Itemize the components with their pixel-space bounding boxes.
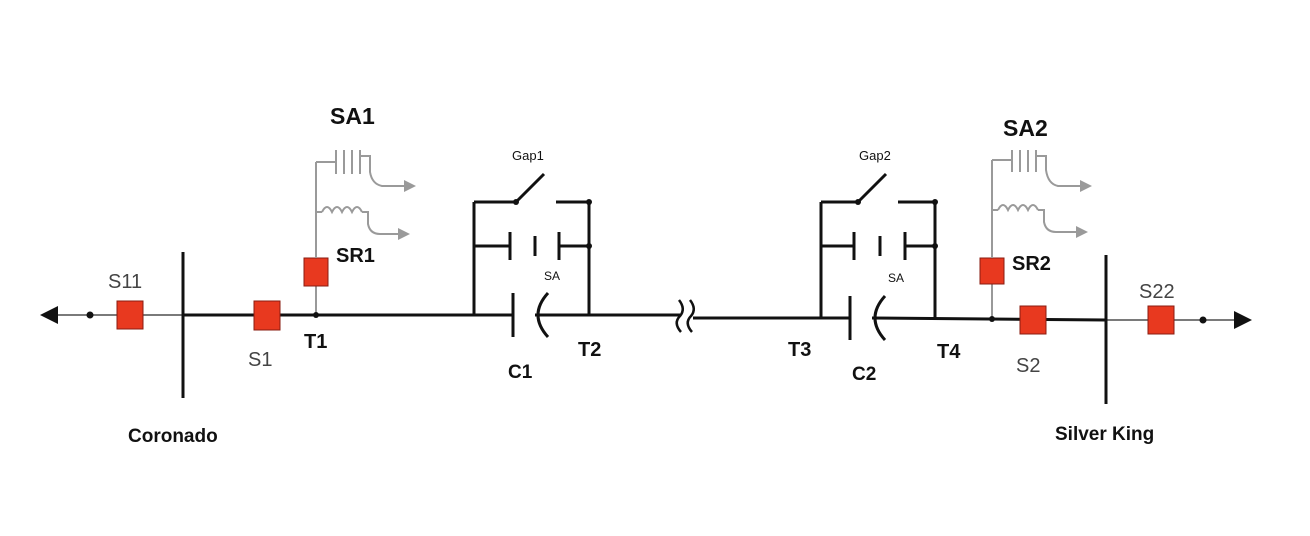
sa1-output-arrow: [404, 180, 416, 192]
sa2-output-arrow: [1080, 180, 1092, 192]
label-silver-king: Silver King: [1055, 424, 1154, 445]
gap2-contact: [855, 199, 861, 205]
label-gap2: Gap2: [859, 148, 891, 163]
breaker-sr1-switch[interactable]: [303, 257, 329, 287]
sr1-output-arrow: [398, 228, 410, 240]
breaker-s11[interactable]: [116, 300, 144, 330]
label-t4: T4: [937, 341, 961, 363]
series-bank-1: [472, 172, 591, 339]
bank2-node-top-right: [932, 199, 938, 205]
sa2-sr2-branches: [991, 150, 1080, 258]
label-sa-inner-2: SA: [888, 271, 904, 285]
label-s22: S22: [1139, 281, 1175, 303]
label-sr2: SR2: [1012, 253, 1051, 275]
label-t3: T3: [788, 339, 811, 361]
gap1-contact: [513, 199, 519, 205]
bank1-node-mid-right: [586, 243, 592, 249]
label-t1: T1: [304, 331, 327, 353]
right-feeder-arrow: [1234, 311, 1252, 329]
bank1-node-top-right: [586, 199, 592, 205]
line-break-symbol: [675, 299, 695, 333]
t4-node: [989, 316, 995, 322]
breaker-sr2-switch[interactable]: [979, 257, 1005, 285]
breaker-s22[interactable]: [1147, 305, 1175, 335]
main-line: [183, 313, 1107, 322]
label-s11: S11: [108, 271, 142, 293]
t1-node: [313, 312, 319, 318]
breaker-s1[interactable]: [253, 300, 281, 331]
label-sa1: SA1: [330, 103, 375, 129]
label-gap1: Gap1: [512, 148, 544, 163]
label-sa-inner-1: SA: [544, 269, 560, 283]
left-feeder-arrow: [40, 306, 58, 324]
left-feeder-dot: [86, 311, 94, 319]
right-feeder-dot: [1199, 316, 1207, 324]
sr2-output-arrow: [1076, 226, 1088, 238]
label-c1: C1: [508, 362, 533, 383]
series-bank-2: [819, 172, 937, 342]
label-sa2: SA2: [1003, 115, 1048, 141]
sa1-sr1-branches: [315, 150, 405, 258]
bank2-node-mid-right: [932, 243, 938, 249]
label-c2: C2: [852, 364, 876, 385]
label-s1: S1: [248, 349, 272, 371]
breaker-s2[interactable]: [1019, 305, 1047, 335]
label-coronado: Coronado: [128, 426, 218, 447]
label-sr1: SR1: [336, 245, 375, 267]
label-t2: T2: [578, 339, 601, 361]
label-s2: S2: [1016, 355, 1040, 377]
